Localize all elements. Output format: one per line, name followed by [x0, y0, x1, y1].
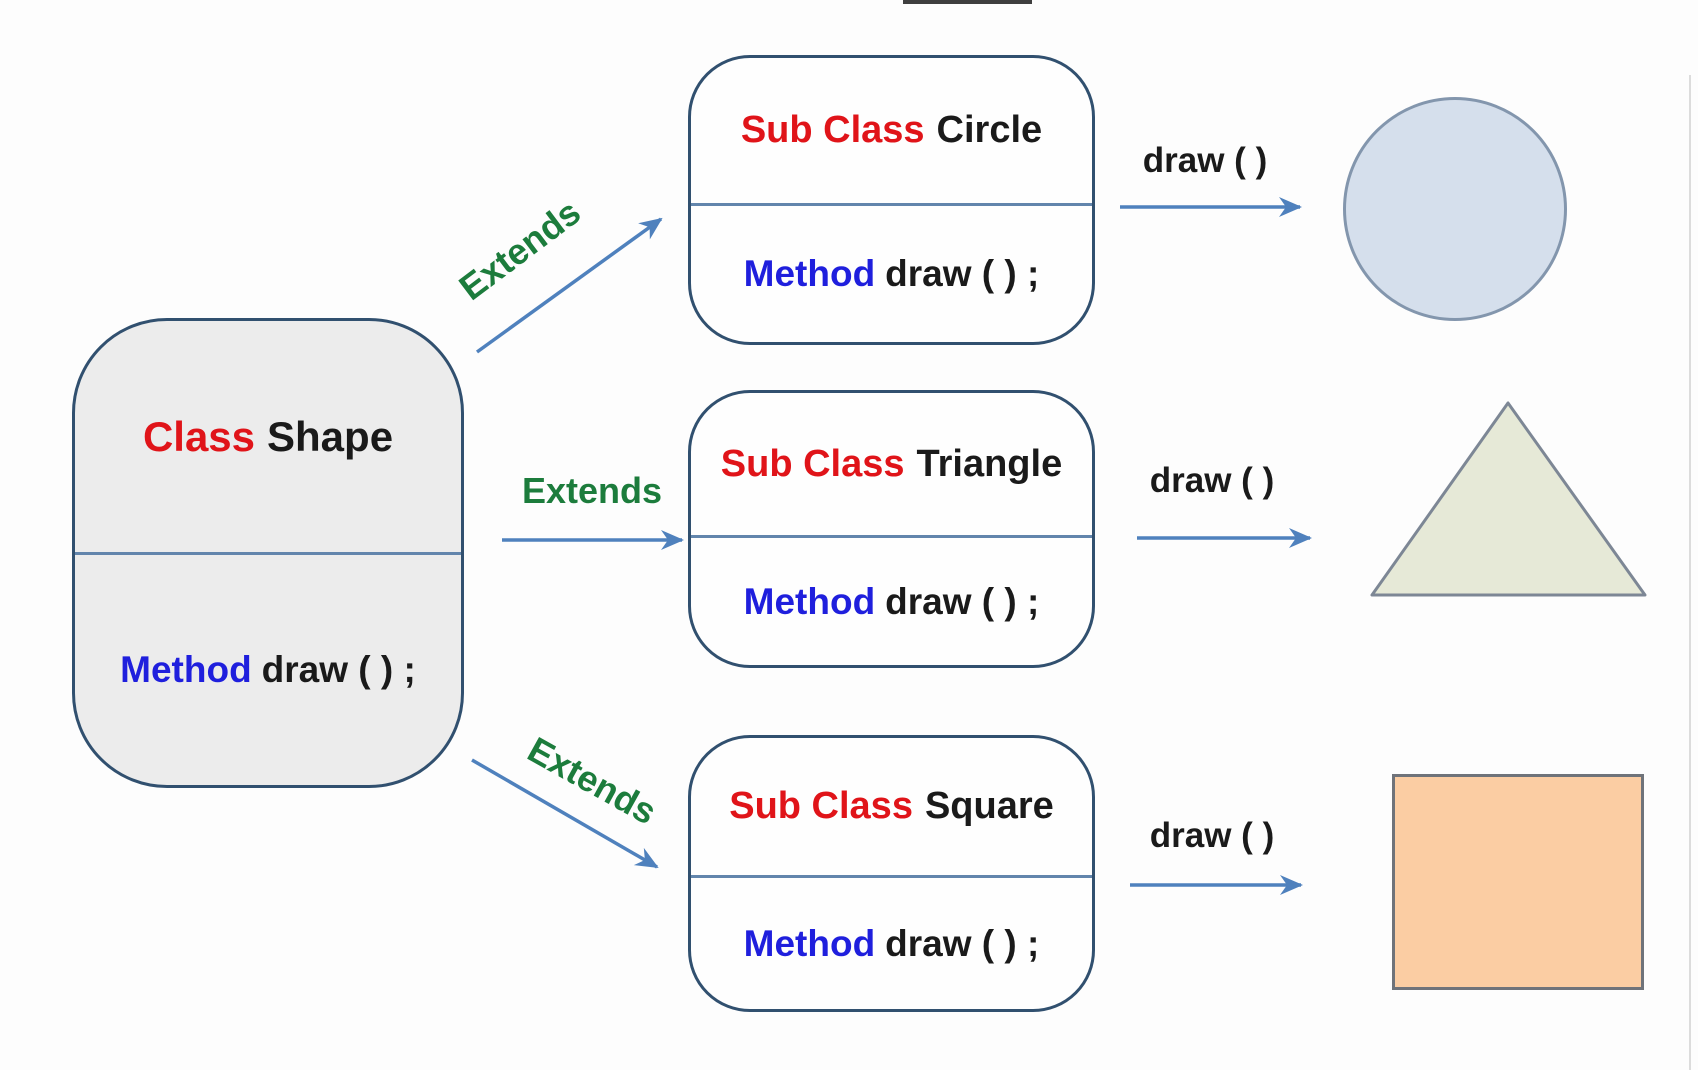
class-name: Shape: [267, 412, 394, 460]
class-keyword: Class: [142, 412, 256, 460]
subclass-square-method: Method draw ( ) ;: [691, 875, 1092, 1009]
extends-label-circle: Extends: [451, 191, 588, 309]
square-shape: [1392, 774, 1644, 990]
subclass-keyword: Sub Class: [740, 109, 925, 151]
subclass-keyword: Sub Class: [729, 785, 913, 827]
circle-shape: [1343, 97, 1567, 321]
method-keyword: Method: [743, 922, 876, 964]
subclass-name: Square: [924, 785, 1054, 827]
triangle-polygon: [1370, 401, 1647, 597]
draw-call-label-circle: draw ( ): [1142, 141, 1268, 180]
subclass-name: Triangle: [916, 442, 1063, 485]
method-code: draw ( ) ;: [261, 649, 416, 690]
method-keyword: Method: [120, 649, 252, 690]
extends-label-triangle: Extends: [521, 470, 663, 511]
subclass-square-box: Sub Class Square Method draw ( ) ;: [688, 735, 1095, 1012]
subclass-name: Circle: [936, 109, 1043, 151]
class-shape-method: Method draw ( ) ;: [75, 552, 461, 785]
class-shape-title: Class Shape: [75, 321, 461, 552]
subclass-triangle-title: Sub Class Triangle: [691, 393, 1092, 535]
class-shape-box: Class Shape Method draw ( ) ;: [72, 318, 464, 788]
method-code: draw ( ) ;: [885, 580, 1040, 622]
method-code: draw ( ) ;: [885, 922, 1040, 964]
subclass-triangle-method: Method draw ( ) ;: [691, 535, 1092, 665]
triangle-shape: [1370, 401, 1647, 597]
subclass-circle-box: Sub Class Circle Method draw ( ) ;: [688, 55, 1095, 345]
draw-call-label-square: draw ( ): [1149, 816, 1275, 855]
method-code: draw ( ) ;: [885, 253, 1040, 294]
subclass-circle-title: Sub Class Circle: [691, 58, 1092, 203]
method-keyword: Method: [743, 580, 876, 622]
subclass-square-title: Sub Class Square: [691, 738, 1092, 875]
subclass-circle-method: Method draw ( ) ;: [691, 203, 1092, 342]
extends-label-square: Extends: [521, 728, 664, 833]
method-keyword: Method: [743, 253, 876, 294]
draw-call-label-triangle: draw ( ): [1149, 461, 1275, 500]
subclass-triangle-box: Sub Class Triangle Method draw ( ) ;: [688, 390, 1095, 668]
subclass-keyword: Sub Class: [720, 442, 905, 485]
